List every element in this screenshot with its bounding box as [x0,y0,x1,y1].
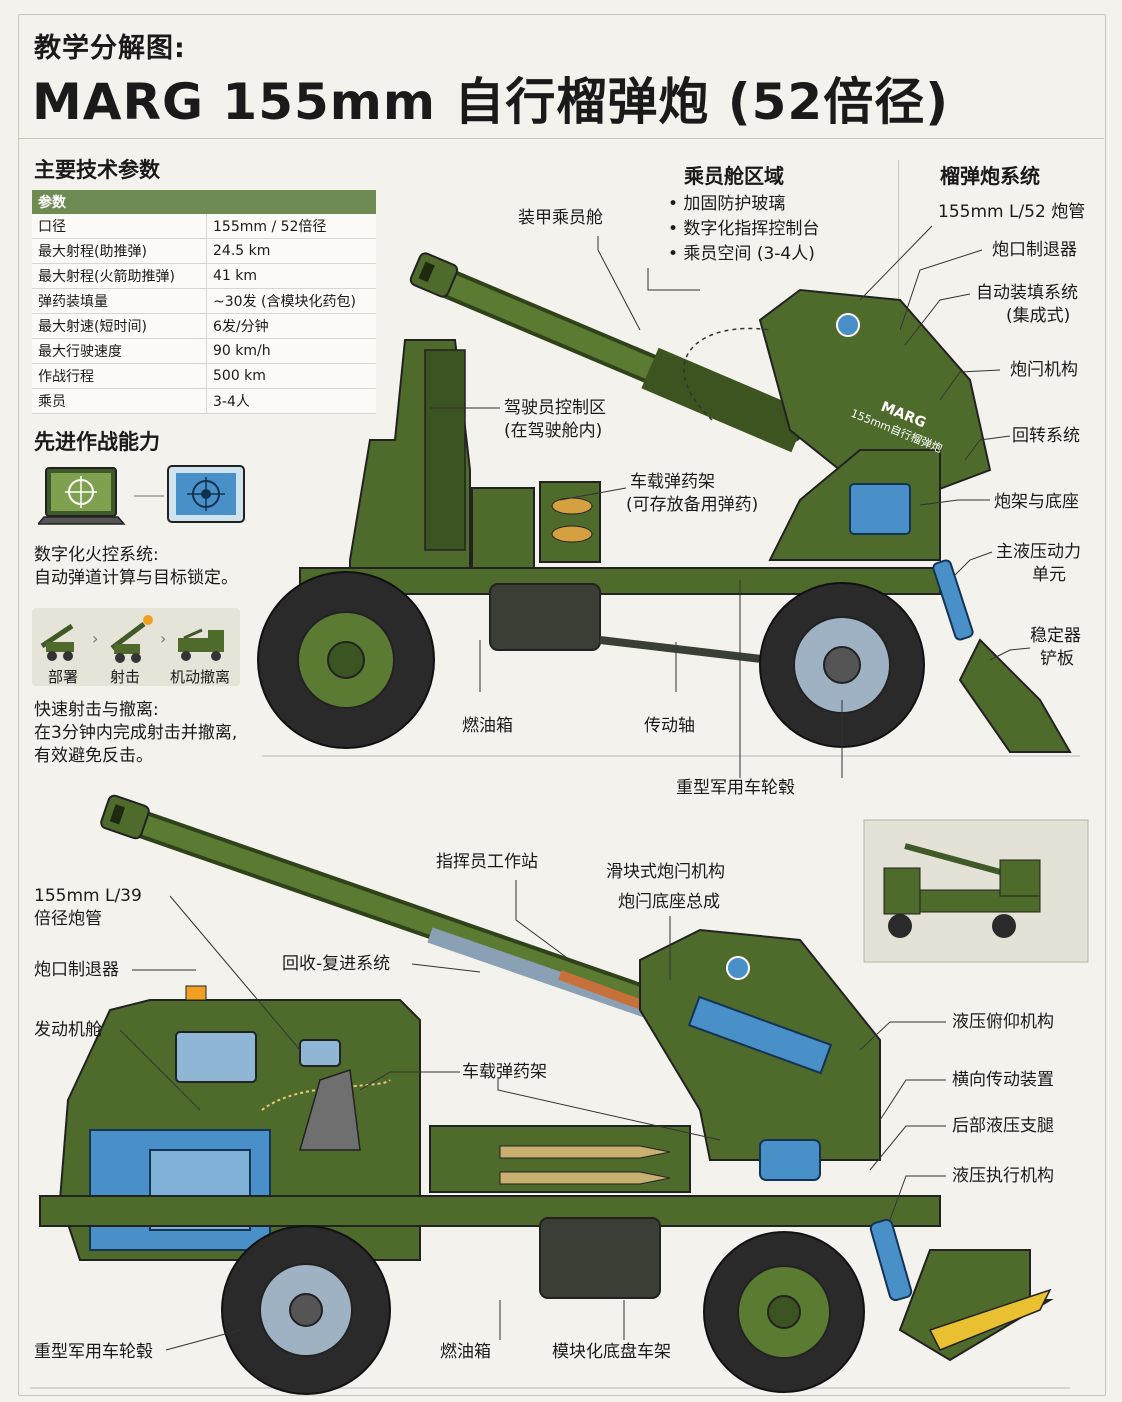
page-frame [18,14,1106,1396]
label-wheel-hub-top: 重型军用车轮毂 [676,778,795,798]
label-autoloader-2: (集成式) [1006,306,1071,326]
deploy-cannon-icon [40,623,74,661]
table-row: 最大射程(火箭助推弹)41 km [32,263,376,289]
label-chassis: 模块化底盘车架 [552,1342,671,1362]
bottom-front-wheel [221,1225,391,1395]
capabilities-title: 先进作战能力 [34,430,160,454]
label-ammo-rack-1: 车载弹药架 [630,472,715,492]
firing-cannon-icon [110,615,153,663]
label-actuator: 液压执行机构 [952,1166,1054,1186]
mobile-truck-icon [178,628,224,661]
page-subtitle: 教学分解图: [34,33,186,64]
label-stabilizer-2: 铲板 [1040,649,1074,669]
deploy-steps-panel: › › [32,608,240,686]
table-row: 弹药装填量~30发 (含模块化药包) [32,288,376,314]
title-divider [18,138,1104,139]
label-stabilizer-1: 稳定器 [1030,626,1081,646]
svg-text:›: › [92,629,98,648]
label-sliding-breech: 滑块式炮闩机构 [606,862,725,882]
label-hydraulic-1: 主液压动力 [996,542,1081,562]
label-barrel-bottom-1: 155mm L/39 [34,886,142,906]
step-fire: 射击 [110,668,141,686]
inset-thumbnail [863,819,1089,963]
label-fuel-tank-bottom: 燃油箱 [440,1342,491,1362]
label-elevation: 液压俯仰机构 [952,1012,1054,1032]
label-muzzle-brake-top: 炮口制退器 [992,240,1077,260]
column-divider [898,160,899,300]
bottom-vehicle [30,794,1070,1395]
label-fuel-tank-top: 燃油箱 [462,716,513,736]
shoot-line3: 有效避免反击。 [34,746,153,766]
bottom-rear-wheel [703,1231,865,1393]
label-wheel-hub-bottom: 重型军用车轮毂 [34,1342,153,1362]
top-barrel [409,252,809,453]
label-barrel-top: 155mm L/52 炮管 [938,202,1086,222]
targeting-tablet-icon [167,465,245,523]
label-hydraulic-2: 单元 [1032,565,1066,585]
specs-header-param: 参数 [32,190,207,214]
label-driver-ctrl-2: (在驾驶舱内) [504,421,603,441]
label-ammo-rack-bottom: 车载弹药架 [462,1062,547,1082]
label-slewing: 回转系统 [1012,426,1080,446]
label-breech: 炮闩机构 [1010,360,1078,380]
top-front-wheel [257,571,435,749]
label-armored-cab: 装甲乘员舱 [518,208,603,228]
crew-bullet-3: • 乘员空间 (3-4人) [668,244,815,264]
label-breech-base: 炮闩底座总成 [618,892,720,912]
page-title: MARG 155mm 自行榴弹炮 (52倍径) [32,73,950,131]
label-commander: 指挥员工作站 [436,852,538,872]
label-autoloader-1: 自动装填系统 [976,283,1078,303]
label-traverse: 横向传动装置 [952,1070,1054,1090]
label-driver-ctrl-1: 驾驶员控制区 [504,398,606,418]
howitzer-system-title: 榴弹炮系统 [940,164,1040,188]
label-carriage: 炮架与底座 [994,492,1079,512]
shoot-line2: 在3分钟内完成射击并撤离, [34,723,238,743]
laptop-icon [38,467,126,525]
crew-zone-title: 乘员舱区域 [684,164,784,188]
step-deploy: 部署 [48,668,79,686]
label-barrel-bottom-2: 倍径炮管 [34,909,102,929]
crew-bullet-1: • 加固防护玻璃 [668,194,786,214]
table-row: 最大射速(短时间)6发/分钟 [32,313,376,339]
specs-title: 主要技术参数 [34,158,160,182]
crew-bullet-2: • 数字化指挥控制台 [668,219,820,239]
label-recoil: 回收-复进系统 [282,954,391,974]
top-rear-wheel [759,582,925,748]
label-ammo-rack-2: (可存放备用弹药) [626,495,759,515]
svg-text:›: › [160,629,166,648]
fire-control-icons [38,465,245,525]
fire-control-line2: 自动弹道计算与目标锁定。 [34,568,238,588]
step-evacuate: 机动撤离 [170,668,231,686]
fire-control-line1: 数字化火控系统: [34,545,159,565]
table-row: 最大射程(助推弹)24.5 km [32,238,376,264]
label-rear-leg: 后部液压支腿 [952,1116,1054,1136]
label-driveshaft: 传动轴 [644,716,695,736]
label-engine-bay: 发动机舱 [34,1020,102,1040]
shoot-line1: 快速射击与撤离: [34,700,159,720]
top-vehicle: MARG 155mm自行榴弹炮 [257,225,1080,778]
label-muzzle-brake-bottom: 炮口制退器 [34,960,119,980]
